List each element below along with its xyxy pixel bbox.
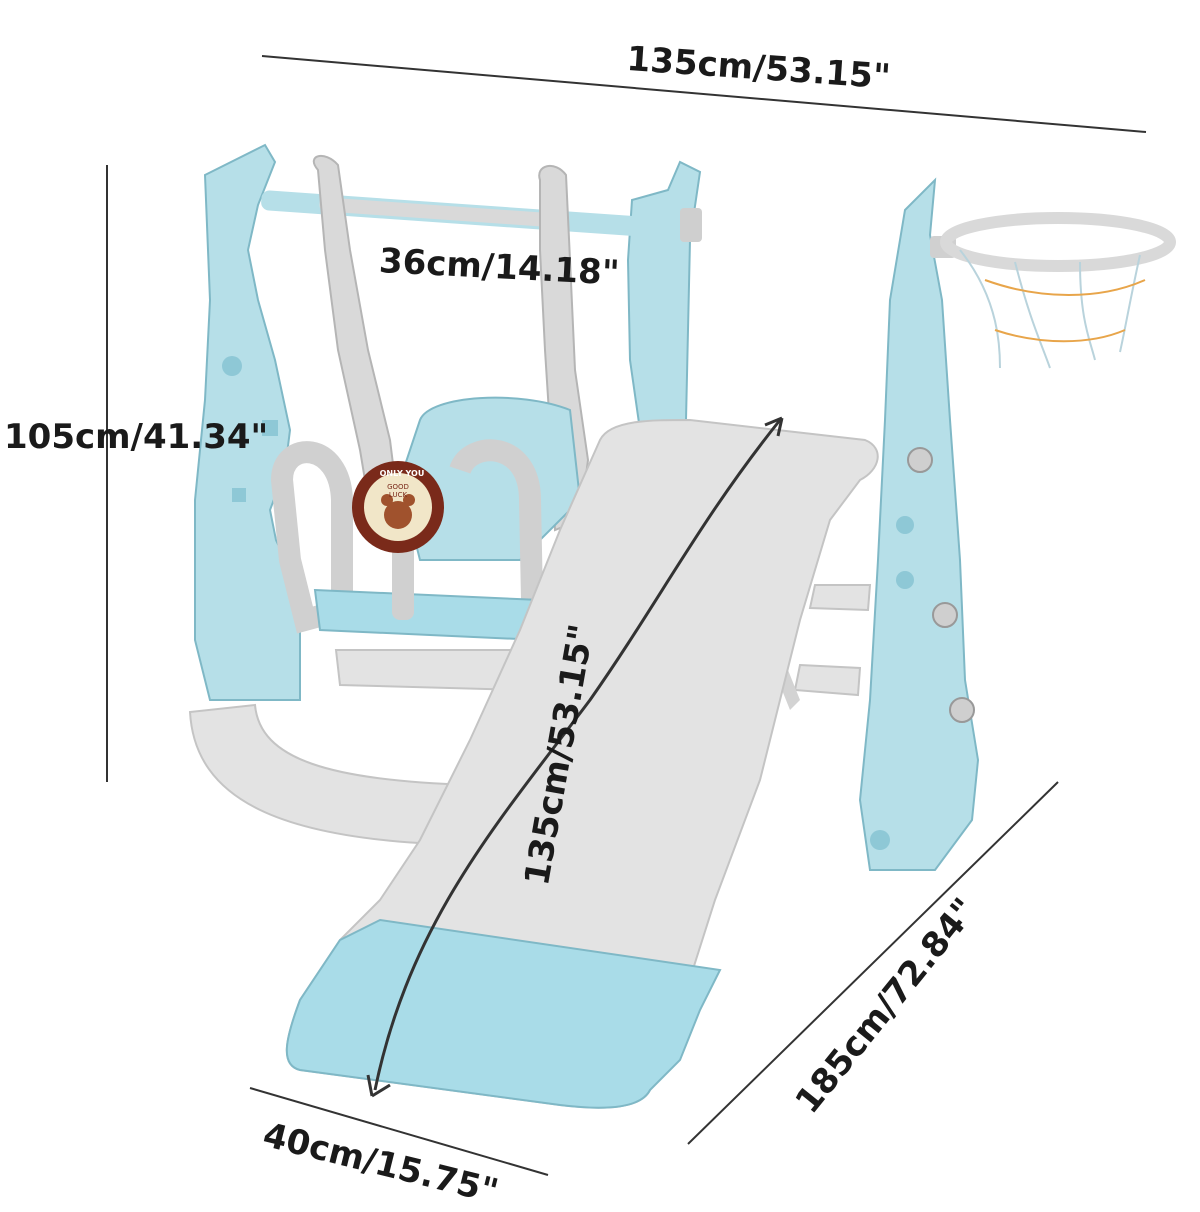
basketball-tower (858, 177, 980, 871)
overall-height-label: 105cm/41.34" (4, 417, 269, 457)
depth-dimension-line (687, 781, 1059, 1145)
middle-swing-frame (626, 160, 702, 432)
swing-seat (270, 155, 590, 644)
dimension-lines (106, 55, 1147, 1176)
badge-center-text-1: GOOD (387, 483, 409, 491)
slide-width-dimension-line (249, 1087, 549, 1176)
basketball-hoop (930, 212, 1176, 369)
left-swing-frame (194, 143, 301, 701)
slide (285, 416, 879, 1109)
badge-top-text: ONLY YOU (380, 469, 425, 478)
badge-center-text-2: LUCK (389, 491, 408, 499)
good-luck-badge: ONLY YOU GOOD LUCK (352, 461, 444, 553)
base-rail (188, 649, 527, 847)
width-dimension-line (261, 55, 1147, 133)
